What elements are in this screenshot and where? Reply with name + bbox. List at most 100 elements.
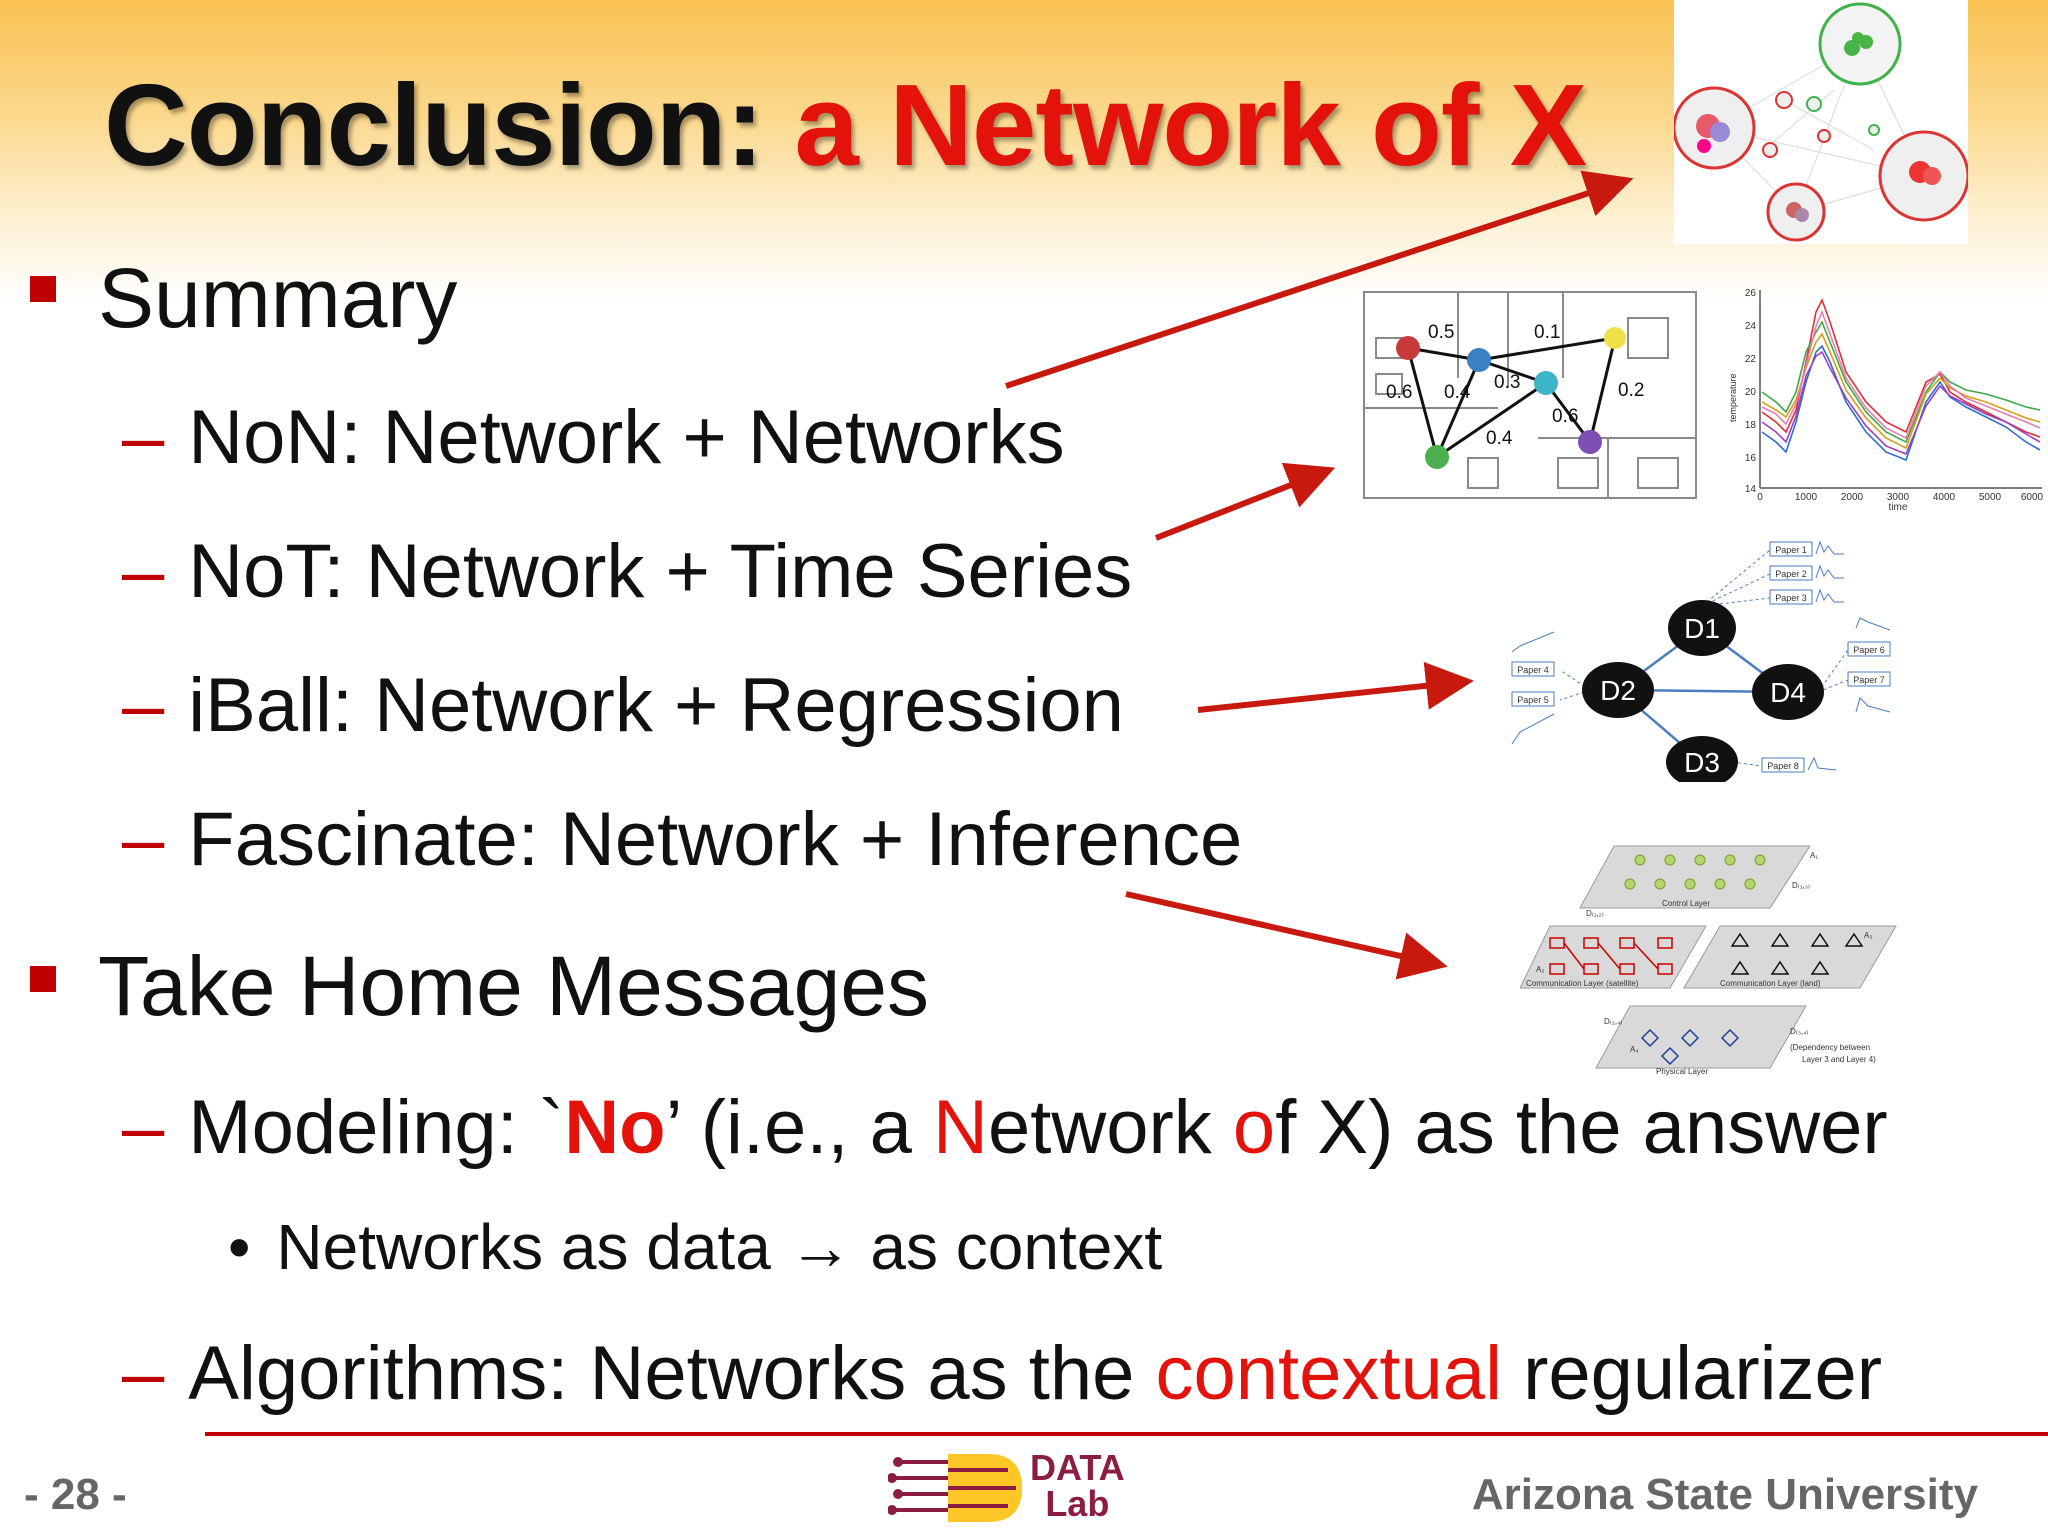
arrow-non [1005,170,1634,389]
edge-weight: 0.4 [1444,382,1471,403]
floorplan-network-figure: 0.5 0.1 0.6 0.4 0.3 0.2 0.6 0.4 [1358,288,1702,506]
layer-label: Control Layer [1662,899,1710,908]
bullet-square [30,966,56,992]
edge-weight: 0.2 [1618,380,1644,401]
dependency-label: D₍₂,₄₎ [1604,1017,1622,1026]
modeling-o: o [1232,1085,1276,1170]
layer-anchor: A₃ [1864,931,1873,940]
dot: • [228,1211,251,1283]
algorithms-suffix: regularizer [1501,1331,1883,1416]
data-lab-logo [888,1454,1022,1522]
paper-label: Paper 5 [1517,695,1549,705]
cluster-network-figure [1674,0,1968,244]
layer-anchor: A₄ [1630,1045,1639,1054]
bullet-take-home: Take Home Messages [98,939,930,1033]
sub-bullet-algorithms: –Algorithms: Networks as the contextual … [122,1330,1882,1417]
sub-bullet-not: –NoT: Network + Time Series [122,528,1132,615]
x-label: time [1889,502,1908,513]
dash: – [122,1085,165,1170]
iball-network-figure: D1 D2 D4 D3 Paper 1 Paper 2 Paper 3 Pape… [1500,536,1910,782]
sub-sub-bullet-networks: • Networks as data → as context [228,1210,1162,1284]
algorithms-red: contextual [1155,1331,1502,1416]
sub-bullet-non: –NoN: Network + Networks [122,394,1065,481]
x-tick: 4000 [1933,492,1956,503]
edge-weight: 0.6 [1386,382,1412,403]
edge-weight: 0.1 [1534,322,1560,343]
dependency-label: D₍₁,₂₎ [1586,909,1604,918]
y-label: temperature [1728,373,1738,422]
title-part-red: a Network of X [794,60,1587,190]
modeling-prefix: Modeling: ` [188,1085,565,1170]
page-number: - 28 - [24,1470,127,1519]
slide-title: Conclusion: a Network of X [104,58,1587,192]
paper-label: Paper 6 [1853,645,1885,655]
sub-bullet-modeling: –Modeling: `No’ (i.e., a Network of X) a… [122,1084,1888,1171]
arrow-iball [1197,661,1474,713]
paper-label: Paper 3 [1775,593,1807,603]
y-tick: 18 [1745,420,1757,431]
x-tick: 3000 [1887,492,1910,503]
x-tick: 0 [1757,492,1763,503]
dependency-note: (Dependency between [1790,1043,1870,1052]
edge-weight: 0.5 [1428,322,1454,343]
dependency-label: D₍₃,₄₎ [1790,1027,1808,1036]
paper-label: Paper 1 [1775,545,1807,555]
iball-node: D3 [1684,747,1720,778]
university-name: Arizona State University [1471,1470,1978,1519]
y-tick: 16 [1745,453,1757,464]
y-tick: 24 [1745,321,1757,332]
x-tick: 2000 [1841,492,1864,503]
layer-label: Communication Layer (satellite) [1526,979,1639,988]
y-tick: 26 [1745,288,1757,299]
iball-node: D1 [1684,613,1720,644]
iball-node: D4 [1770,677,1806,708]
dash: – [122,663,165,748]
sub-sub-bullet-text: Networks as data → as context [276,1211,1163,1283]
layer-label: Physical Layer [1656,1067,1708,1076]
timeseries-figure: 26 24 22 20 18 16 14 0 1000 2000 3000 40… [1728,288,2044,513]
modeling-mid2: etwork [987,1085,1233,1170]
algorithms-prefix: Algorithms: Networks as the [188,1331,1156,1416]
logo-line1: DATA [1030,1447,1125,1488]
sub-bullet-text: NoN: Network + Networks [188,395,1065,480]
footer-rule [205,1432,2048,1436]
layer-anchor: A₂ [1536,965,1544,974]
title-part-black: Conclusion: [104,60,795,190]
dependency-note: Layer 3 and Layer 4) [1802,1055,1876,1064]
paper-label: Paper 7 [1853,675,1885,685]
paper-label: Paper 2 [1775,569,1807,579]
arrow-fascinate [1125,891,1448,980]
sub-bullet-iball: –iBall: Network + Regression [122,662,1124,749]
y-tick: 22 [1745,354,1757,365]
x-tick: 5000 [1979,492,2002,503]
sub-bullet-text: iBall: Network + Regression [188,663,1124,748]
sub-bullet-text: NoT: Network + Time Series [188,529,1133,614]
edge-weight: 0.6 [1552,406,1578,427]
x-tick: 6000 [2021,492,2044,503]
paper-label: Paper 8 [1767,761,1799,771]
modeling-no: No [564,1085,666,1170]
logo-line2: Lab [1045,1483,1110,1524]
bullet-square [30,276,56,302]
dash: – [122,797,165,882]
dash: – [122,1331,165,1416]
layer-anchor: A₁ [1810,851,1818,860]
arrow-not [1154,462,1336,541]
x-tick: 1000 [1795,492,1818,503]
y-tick: 20 [1745,387,1757,398]
sub-bullet-fascinate: –Fascinate: Network + Inference [122,796,1242,883]
modeling-mid1: ’ (i.e., a [665,1085,934,1170]
edge-weight: 0.4 [1486,428,1513,449]
multilayer-network-figure: Control Layer Communication Layer (satel… [1520,838,1900,1078]
dependency-label: D₍₁,₃₎ [1792,881,1810,890]
edge-weight: 0.3 [1494,372,1520,393]
bullet-summary: Summary [98,251,458,345]
paper-label: Paper 4 [1517,665,1549,675]
iball-node: D2 [1600,675,1636,706]
modeling-n: N [933,1085,988,1170]
dash: – [122,395,165,480]
sub-bullet-text: Fascinate: Network + Inference [188,797,1243,882]
y-tick: 14 [1745,484,1757,495]
